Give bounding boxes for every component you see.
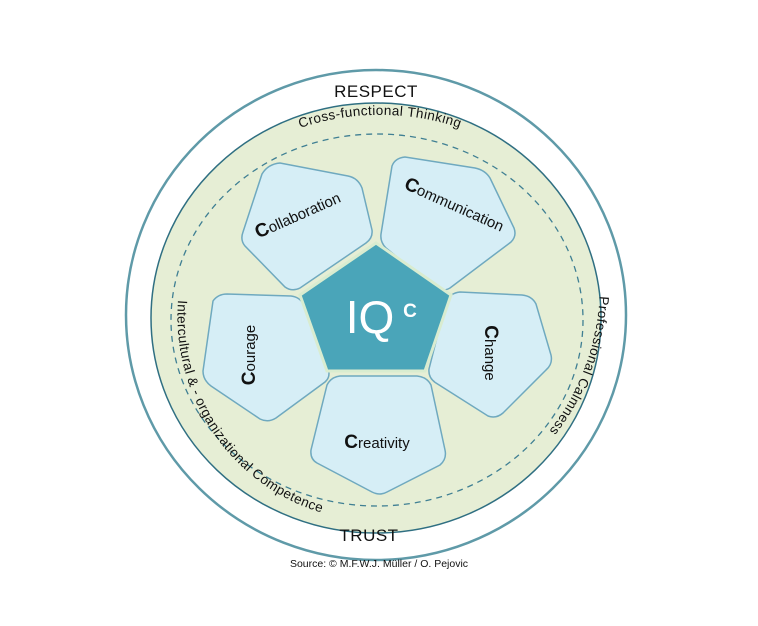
courage-label: Courage (239, 325, 260, 385)
center-iq-label: IQ (346, 291, 395, 343)
center-pentagon: IQ C (298, 241, 453, 373)
pentagon-communication: Communication (380, 156, 516, 292)
creativity-label: Creativity (344, 432, 410, 453)
pentagon-change: Change (428, 291, 553, 418)
pentagon-courage: Courage (202, 293, 330, 422)
source-caption: Source: © M.F.W.J. Müller / O. Pejovic (289, 558, 469, 570)
pentagon-collaboration: Collaboration (241, 162, 373, 291)
change-label: Change (480, 325, 501, 380)
dashed-ring (170, 133, 584, 507)
respect-label: RESPECT (334, 82, 418, 101)
pentagon-creativity: Creativity (310, 375, 447, 495)
center-c-superscript: C (403, 301, 417, 322)
trust-label: TRUST (339, 526, 398, 545)
